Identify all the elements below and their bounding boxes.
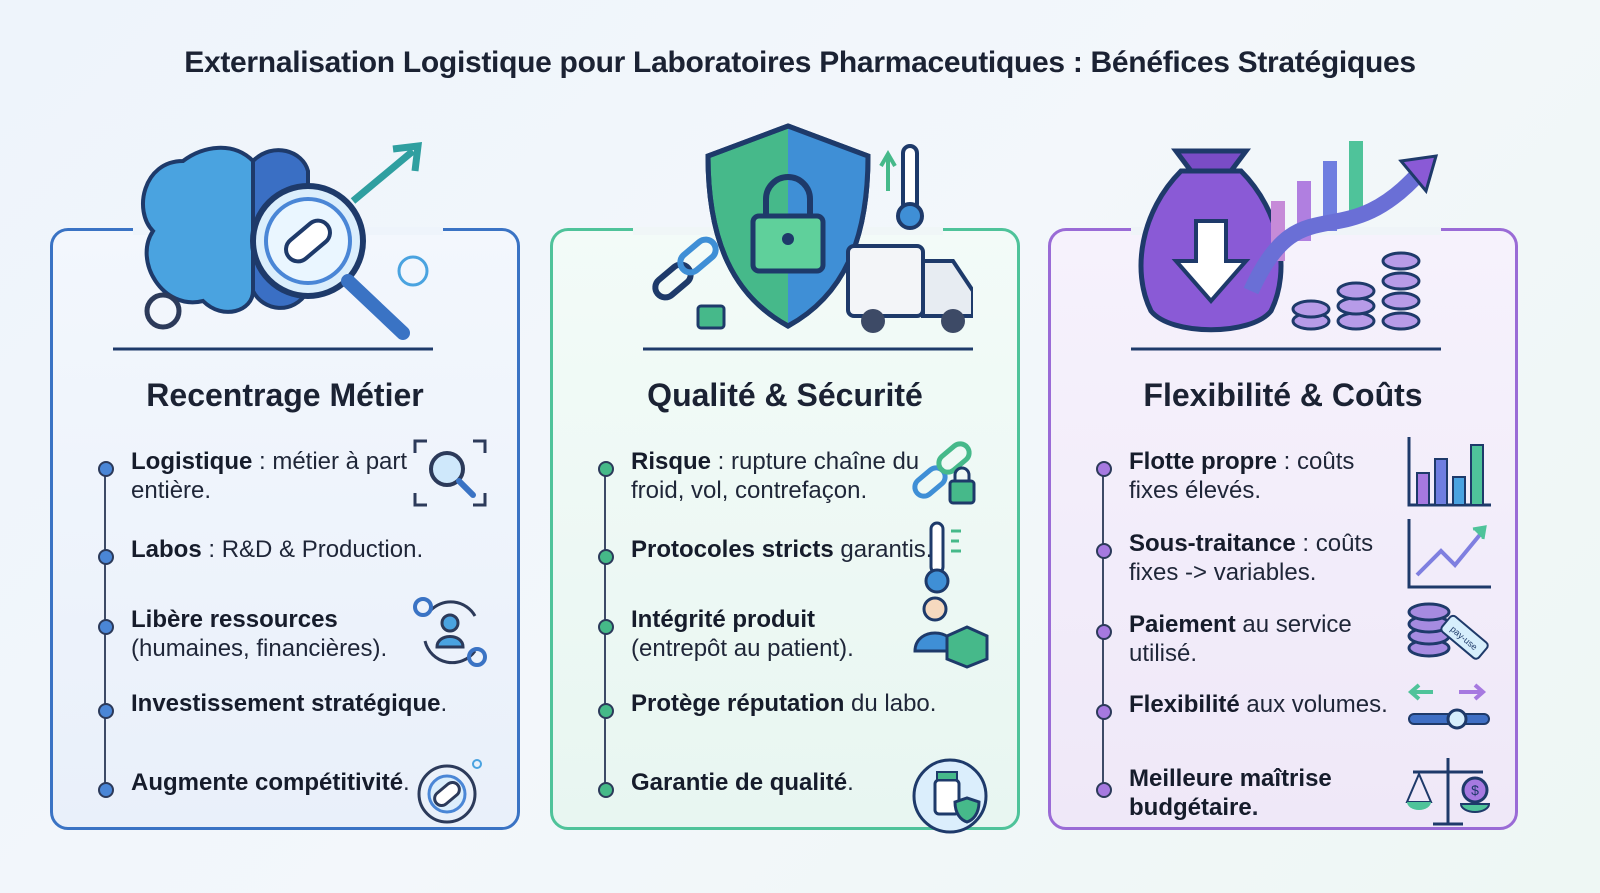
list-item: Flexibilité aux volumes. (1093, 683, 1513, 756)
bullet-dot (1096, 782, 1112, 798)
item-bold: Paiement (1129, 611, 1236, 638)
timeline-line (1102, 463, 1104, 783)
item-bold: Logistique (131, 448, 253, 475)
bullet-dot (98, 782, 114, 798)
list-item: Investissement stratégique. (95, 690, 515, 755)
line-chart-icon (1407, 519, 1491, 589)
thermometer-icon (924, 521, 961, 594)
bullet-dot (1096, 461, 1112, 477)
list-item: Flotte propre : coûts fixes élevés. (1093, 437, 1513, 513)
item-bold: Flexibilité (1129, 691, 1240, 718)
item-bold: Meilleure maîtrise budgétaire (1129, 765, 1332, 821)
list-item: Paiement au service utilisé. pay-use (1093, 602, 1513, 676)
item-bold: Intégrité produit (631, 606, 815, 633)
item-bold: Risque (631, 448, 712, 475)
item-text: : R&D & Production. (201, 536, 424, 563)
bullet-dot (598, 461, 614, 477)
list-item: Garantie de qualité. (595, 758, 1015, 834)
list-item: Augmente compétitivité. (95, 759, 515, 834)
item-text: (humaines, financières). (131, 635, 388, 662)
card-title: Flexibilité & Coûts (1143, 377, 1423, 413)
medicine-shield-icon (912, 758, 988, 834)
item-bold: Labos (131, 536, 202, 563)
card-qualite-securite: Qualité & Sécurité Risque : rupture chaî… (550, 123, 1020, 834)
item-text: : coûts fixes -> variables. (1129, 530, 1374, 586)
bullet-dot (1096, 624, 1112, 640)
brain-magnifier-pill-icon (113, 141, 433, 351)
item-text: (entrepôt au patient). (631, 635, 854, 662)
item-text: . (440, 690, 448, 717)
bullet-dot (98, 619, 114, 635)
coins-tag-icon: pay-use (1407, 602, 1489, 660)
list-item: Labos : R&D & Production. (95, 536, 515, 601)
balance-scale-icon: $ (1405, 758, 1491, 826)
slider-arrows-icon (1407, 683, 1490, 730)
item-text: . (847, 769, 854, 796)
target-pill-icon (417, 759, 482, 824)
card-recentrage-metier: Recentrage Métier Logistique : métier à … (50, 141, 520, 830)
chain-lock-icon (912, 441, 976, 505)
item-bold: Garantie de qualité (631, 769, 848, 796)
item-bold: Protocoles stricts (631, 536, 834, 563)
list-item: Libère ressources (humaines, financières… (95, 597, 515, 671)
card-flexibilite-couts: Flexibilité & Coûts Flotte propre : coût… (1048, 141, 1518, 830)
item-bold: Augmente compétitivité (131, 769, 404, 796)
item-text: : rupture chaîne du froid, vol, contrefa… (631, 448, 920, 504)
card-title: Recentrage Métier (146, 377, 424, 413)
bullet-dot (1096, 704, 1112, 720)
bullet-dot (98, 461, 114, 477)
bullet-dot (598, 549, 614, 565)
focus-magnifier-icon (413, 439, 487, 507)
item-text: : coûts fixes élevés. (1129, 448, 1355, 504)
resources-cycle-icon (413, 597, 487, 667)
item-text: . (1251, 794, 1259, 821)
list-item: Risque : rupture chaîne du froid, vol, c… (595, 441, 1015, 513)
item-text: aux volumes. (1239, 691, 1388, 718)
money-bag-growth-icon (1131, 141, 1441, 351)
bullet-dot (98, 703, 114, 719)
bullet-dot (598, 703, 614, 719)
bar-chart-icon (1407, 437, 1491, 507)
item-bold: Flotte propre (1129, 448, 1277, 475)
list-item: Intégrité produit (entrepôt au patient). (595, 596, 1015, 671)
item-bold: Libère ressources (131, 606, 338, 633)
item-text: du labo. (844, 690, 937, 717)
item-text: : métier à part entière. (131, 448, 408, 504)
bullet-dot (598, 619, 614, 635)
list-item: Protège réputation du labo. (595, 690, 1015, 755)
item-bold: Protège réputation (631, 690, 845, 717)
list-item: Logistique : métier à part entière. (95, 439, 515, 513)
bullet-dot (98, 549, 114, 565)
page-title: Externalisation Logistique pour Laborato… (184, 46, 1416, 79)
item-bold: Investissement stratégique (131, 690, 441, 717)
item-bold: Sous-traitance (1129, 530, 1296, 557)
item-text: au service utilisé. (1129, 611, 1352, 667)
card-title: Qualité & Sécurité (647, 377, 923, 413)
item-text: garantis. (833, 536, 933, 563)
list-item: Protocoles stricts garantis. (595, 521, 1015, 601)
item-text: . (403, 769, 410, 796)
bullet-dot (1096, 543, 1112, 559)
bullet-dot (598, 782, 614, 798)
person-package-icon (913, 596, 989, 669)
shield-lock-truck-icon (643, 123, 973, 351)
svg-text:$: $ (1471, 782, 1479, 798)
list-item: Sous-traitance : coûts fixes -> variable… (1093, 519, 1513, 595)
list-item: Meilleure maîtrise budgétaire. $ (1093, 752, 1513, 826)
